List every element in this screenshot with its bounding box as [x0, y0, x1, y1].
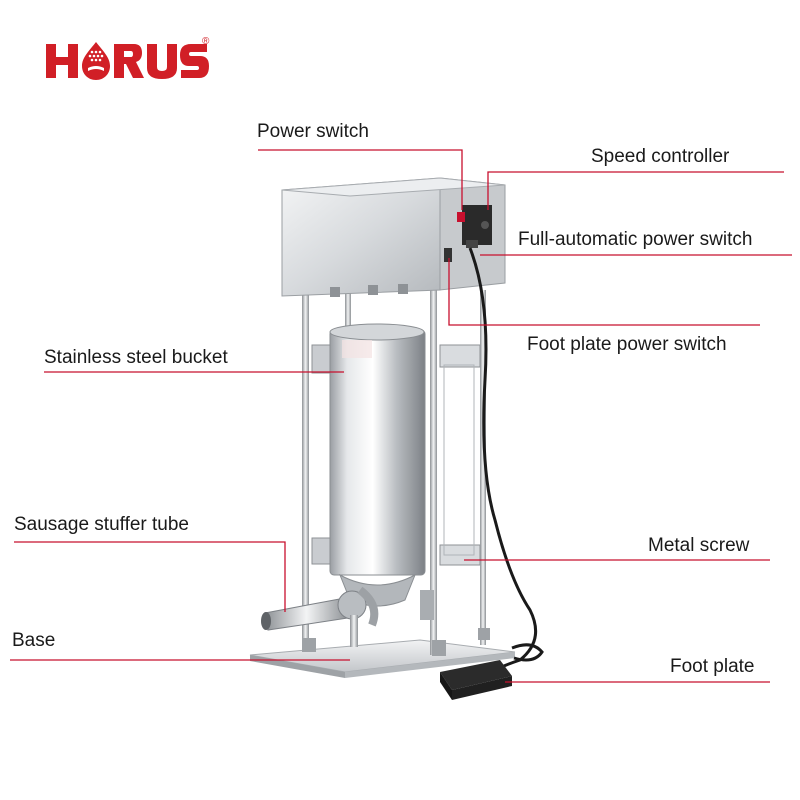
stuffer-tube: [261, 586, 379, 631]
stainless-bucket: [329, 323, 426, 607]
base-plate: [249, 639, 516, 678]
label-full-auto-switch: Full-automatic power switch: [518, 229, 753, 250]
leader-foot-plate-switch: [448, 258, 760, 326]
label-power-switch: Power switch: [257, 121, 369, 142]
leader-stuffer-tube: [14, 541, 286, 612]
label-metal-screw: Metal screw: [648, 535, 750, 556]
label-bucket: Stainless steel bucket: [44, 347, 228, 368]
power-cable: [468, 247, 538, 672]
foot-pedal: [440, 660, 512, 700]
label-stuffer-tube: Sausage stuffer tube: [14, 514, 189, 535]
leader-lines: [10, 149, 792, 683]
label-foot-plate-switch: Foot plate power switch: [527, 334, 727, 355]
label-speed-controller: Speed controller: [591, 146, 730, 167]
bucket-legs: [302, 590, 490, 656]
leader-power-switch: [258, 149, 463, 210]
label-foot-plate: Foot plate: [670, 656, 755, 677]
registered-mark: ®: [202, 36, 210, 47]
label-base: Base: [12, 630, 56, 651]
leader-speed-controller: [487, 171, 784, 210]
brand-logo: ®: [44, 36, 214, 91]
motor-box: [281, 177, 506, 297]
horus-logo-graphic: ®: [46, 36, 210, 80]
